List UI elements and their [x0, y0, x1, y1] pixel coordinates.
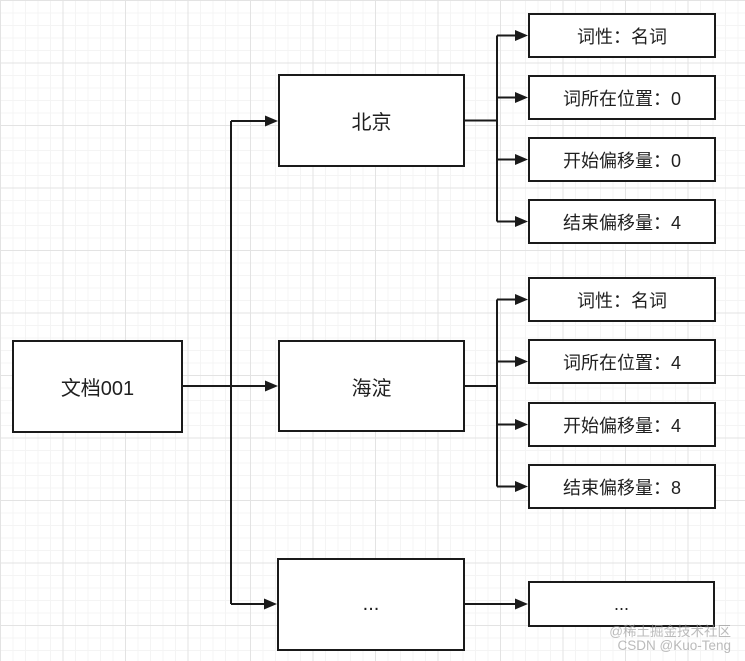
arrowhead-to-beijing [265, 115, 278, 127]
attribute-label: 词性：名词 [577, 26, 667, 47]
term-node-ellipsis: ... [277, 558, 465, 651]
attribute-node-pos1: 词性：名词 [528, 13, 716, 58]
attribute-node-startoffset1: 开始偏移量：0 [528, 137, 716, 182]
attribute-node-ellipsis: ... [528, 581, 715, 627]
watermark-line1: @稀土掘金技术社区 [609, 624, 731, 639]
attribute-label: 词所在位置：0 [562, 88, 681, 109]
attribute-label: 词所在位置：4 [562, 352, 681, 373]
document-label: 文档001 [60, 378, 135, 400]
attribute-node-startoffset2: 开始偏移量：4 [528, 402, 716, 447]
connector-doc-trunk [183, 120, 266, 605]
attribute-node-endoffset1: 结束偏移量：4 [528, 199, 716, 244]
attribute-label: 结束偏移量：4 [562, 212, 681, 233]
attribute-node-position1: 词所在位置：0 [528, 75, 716, 120]
attribute-node-pos2: 词性：名词 [528, 277, 716, 322]
attribute-node-endoffset2: 结束偏移量：8 [528, 464, 716, 509]
connector-haidian-group [465, 298, 516, 488]
term-node-beijing: 北京 [278, 74, 465, 167]
attribute-label: 开始偏移量：4 [562, 415, 681, 436]
attribute-label: 结束偏移量：8 [562, 477, 681, 498]
attribute-node-position2: 词所在位置：4 [528, 339, 716, 384]
term-label: 海淀 [351, 377, 392, 400]
connector-beijing-group [465, 34, 516, 223]
term-label: 北京 [351, 112, 392, 134]
watermark: @稀土掘金技术社区 CSDN @Kuo-Teng [609, 625, 731, 653]
attribute-label: 开始偏移量：0 [562, 150, 681, 171]
term-node-haidian: 海淀 [278, 340, 465, 432]
term-label: ... [362, 593, 380, 615]
document-node: 文档001 [12, 340, 183, 433]
arrowhead-to-haidian [265, 380, 278, 392]
attribute-label: 词性：名词 [577, 290, 667, 311]
attribute-label: ... [613, 593, 629, 614]
arrowhead-to-term-ellipsis [264, 598, 277, 610]
watermark-line2: CSDN @Kuo-Teng [617, 638, 732, 653]
